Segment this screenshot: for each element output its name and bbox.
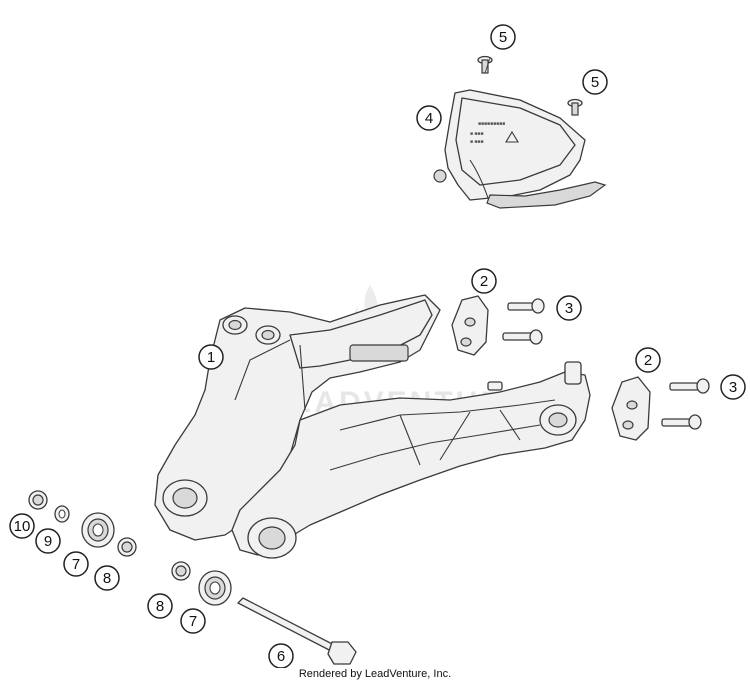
callout-circle xyxy=(490,24,516,50)
callout-circle xyxy=(720,374,746,400)
nut-10 xyxy=(28,490,48,510)
callout-number: 5 xyxy=(591,74,599,91)
callout-circle xyxy=(416,105,442,131)
bearing-7-left xyxy=(81,512,115,548)
callout-circle xyxy=(9,513,35,539)
callout-6: 6 xyxy=(268,643,294,668)
callout-7: 7 xyxy=(180,608,206,634)
callout-2: 2 xyxy=(471,268,497,294)
callout-8: 8 xyxy=(147,593,173,619)
pivot-bolt-6 xyxy=(237,597,357,665)
callout-9: 9 xyxy=(35,528,61,554)
bolt-3-right-b xyxy=(661,414,702,430)
callout-circle xyxy=(471,268,497,294)
bolt-3-upper-b xyxy=(502,329,543,345)
callout-circle xyxy=(94,565,120,591)
callout-number: 10 xyxy=(14,518,31,535)
callout-circle xyxy=(35,528,61,554)
clamp-2-right xyxy=(611,376,651,441)
callout-10: 10 xyxy=(9,513,35,539)
callout-4: 4 xyxy=(416,105,442,131)
callout-circle xyxy=(556,295,582,321)
callout-layer: 5 5 4 2 3 1 2 3 10 9 7 8 8 7 6 xyxy=(9,24,746,668)
clamp-2-upper xyxy=(451,295,489,356)
chain-guard-cover: ■■■■■■■■■ ■ ■■■ ■ ■■■ xyxy=(433,89,607,209)
callout-number: 8 xyxy=(103,570,111,587)
callout-number: 2 xyxy=(644,352,652,369)
callout-circle xyxy=(147,593,173,619)
callout-circle xyxy=(198,344,224,370)
callout-circle xyxy=(268,643,294,668)
bearing-7-right xyxy=(198,570,232,606)
bushing-8-right xyxy=(171,561,191,581)
callout-circle xyxy=(63,551,89,577)
callout-8: 8 xyxy=(94,565,120,591)
callout-circle xyxy=(180,608,206,634)
swingarm xyxy=(154,294,591,559)
callout-3: 3 xyxy=(556,295,582,321)
diagram-canvas: LEADVENTURE ■■■■■■■■■ ■ ■■■ ■ ■■■ xyxy=(9,24,746,668)
washer-9 xyxy=(54,505,70,523)
callout-5: 5 xyxy=(490,24,516,50)
callout-number: 3 xyxy=(565,300,573,317)
callout-number: 4 xyxy=(425,110,433,127)
screw-5-right xyxy=(567,98,583,116)
callout-7: 7 xyxy=(63,551,89,577)
callout-number: 5 xyxy=(499,29,507,46)
callout-number: 7 xyxy=(72,556,80,573)
bushing-8-left xyxy=(117,537,137,557)
svg-text:■ ■■■: ■ ■■■ xyxy=(470,131,483,137)
screw-5-top xyxy=(477,55,493,74)
callout-number: 8 xyxy=(156,598,164,615)
svg-text:■ ■■■: ■ ■■■ xyxy=(470,139,483,145)
callout-5: 5 xyxy=(582,69,608,95)
callout-1: 1 xyxy=(198,344,224,370)
svg-text:■■■■■■■■■: ■■■■■■■■■ xyxy=(478,121,505,127)
callout-number: 2 xyxy=(480,273,488,290)
callout-number: 3 xyxy=(729,379,737,396)
callout-number: 6 xyxy=(277,648,285,665)
callout-circle xyxy=(582,69,608,95)
footer-credit: Rendered by LeadVenture, Inc. xyxy=(298,668,452,680)
callout-2: 2 xyxy=(635,347,661,373)
callout-circle xyxy=(635,347,661,373)
callout-number: 9 xyxy=(44,533,52,550)
bolt-3-right-a xyxy=(669,378,710,394)
callout-number: 7 xyxy=(189,613,197,630)
bolt-3-upper-a xyxy=(507,298,545,314)
callout-number: 1 xyxy=(207,349,215,366)
callout-3: 3 xyxy=(720,374,746,400)
